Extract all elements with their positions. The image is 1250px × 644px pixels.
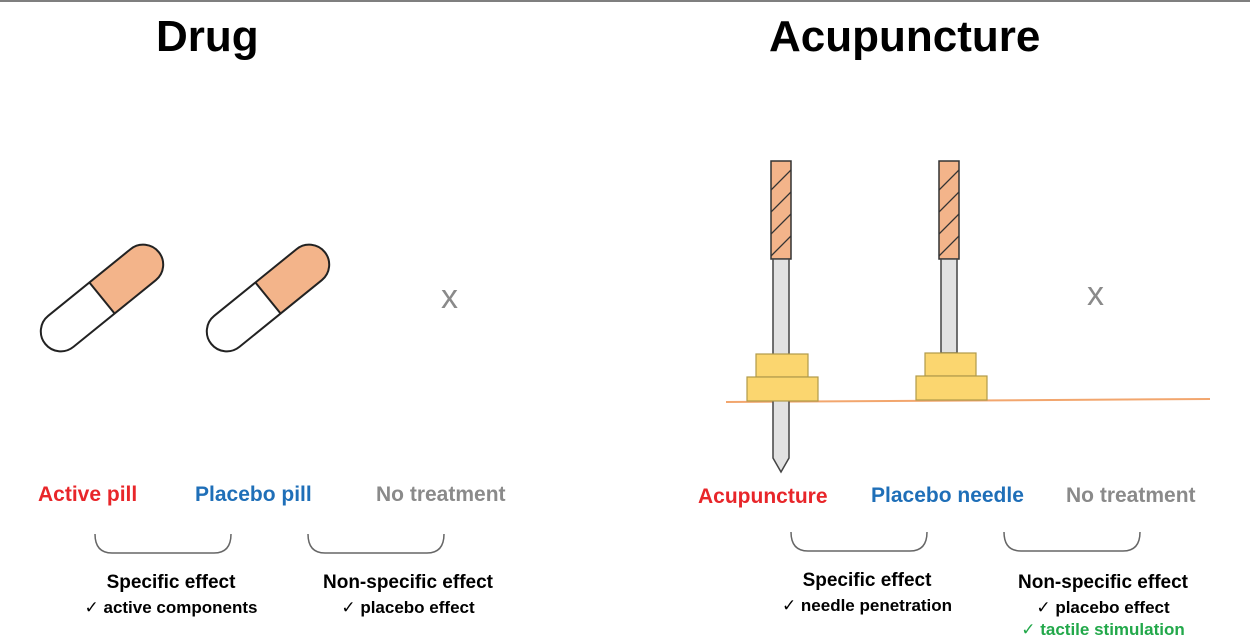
drug-no-treatment-mark: x [441,278,458,316]
drug-nonspecific-effect-heading: Non-specific effect [323,572,493,593]
placebo-pill-icon [205,243,331,353]
acupuncture-no-treatment-mark: x [1087,275,1104,313]
acupuncture-nonspecific-brace [1003,531,1141,552]
acupuncture-nonspecific-effect-item-tactile: ✓ tactile stimulation [1021,620,1185,639]
placebo-pill-label: Placebo pill [195,483,312,506]
drug-specific-effect-heading: Specific effect [106,572,236,593]
acupuncture-no-treatment-label: No treatment [1066,484,1196,507]
placebo-needle-label: Placebo needle [871,484,1024,507]
acupuncture-nonspecific-effect-item: ✓ placebo effect [1036,598,1170,617]
drug-specific-effect-item: ✓ active components [84,598,258,617]
acupuncture-title: Acupuncture [769,12,1041,61]
drug-nonspecific-brace [307,533,445,554]
placebo-needle-icon [915,160,988,401]
acupuncture-nonspecific-effect-heading: Non-specific effect [1018,572,1188,593]
active-pill-icon [39,243,165,353]
drug-no-treatment-label: No treatment [376,483,506,506]
drug-title: Drug [156,12,259,61]
acupuncture-specific-brace [790,531,928,552]
acupuncture-specific-effect-item: ✓ needle penetration [781,596,953,615]
acupuncture-needle-icon [746,160,819,474]
active-pill-label: Active pill [38,483,138,506]
acupuncture-specific-effect-heading: Specific effect [802,570,932,591]
acupuncture-label: Acupuncture [698,485,828,508]
drug-specific-brace [94,533,232,554]
drug-nonspecific-effect-item: ✓ placebo effect [341,598,475,617]
